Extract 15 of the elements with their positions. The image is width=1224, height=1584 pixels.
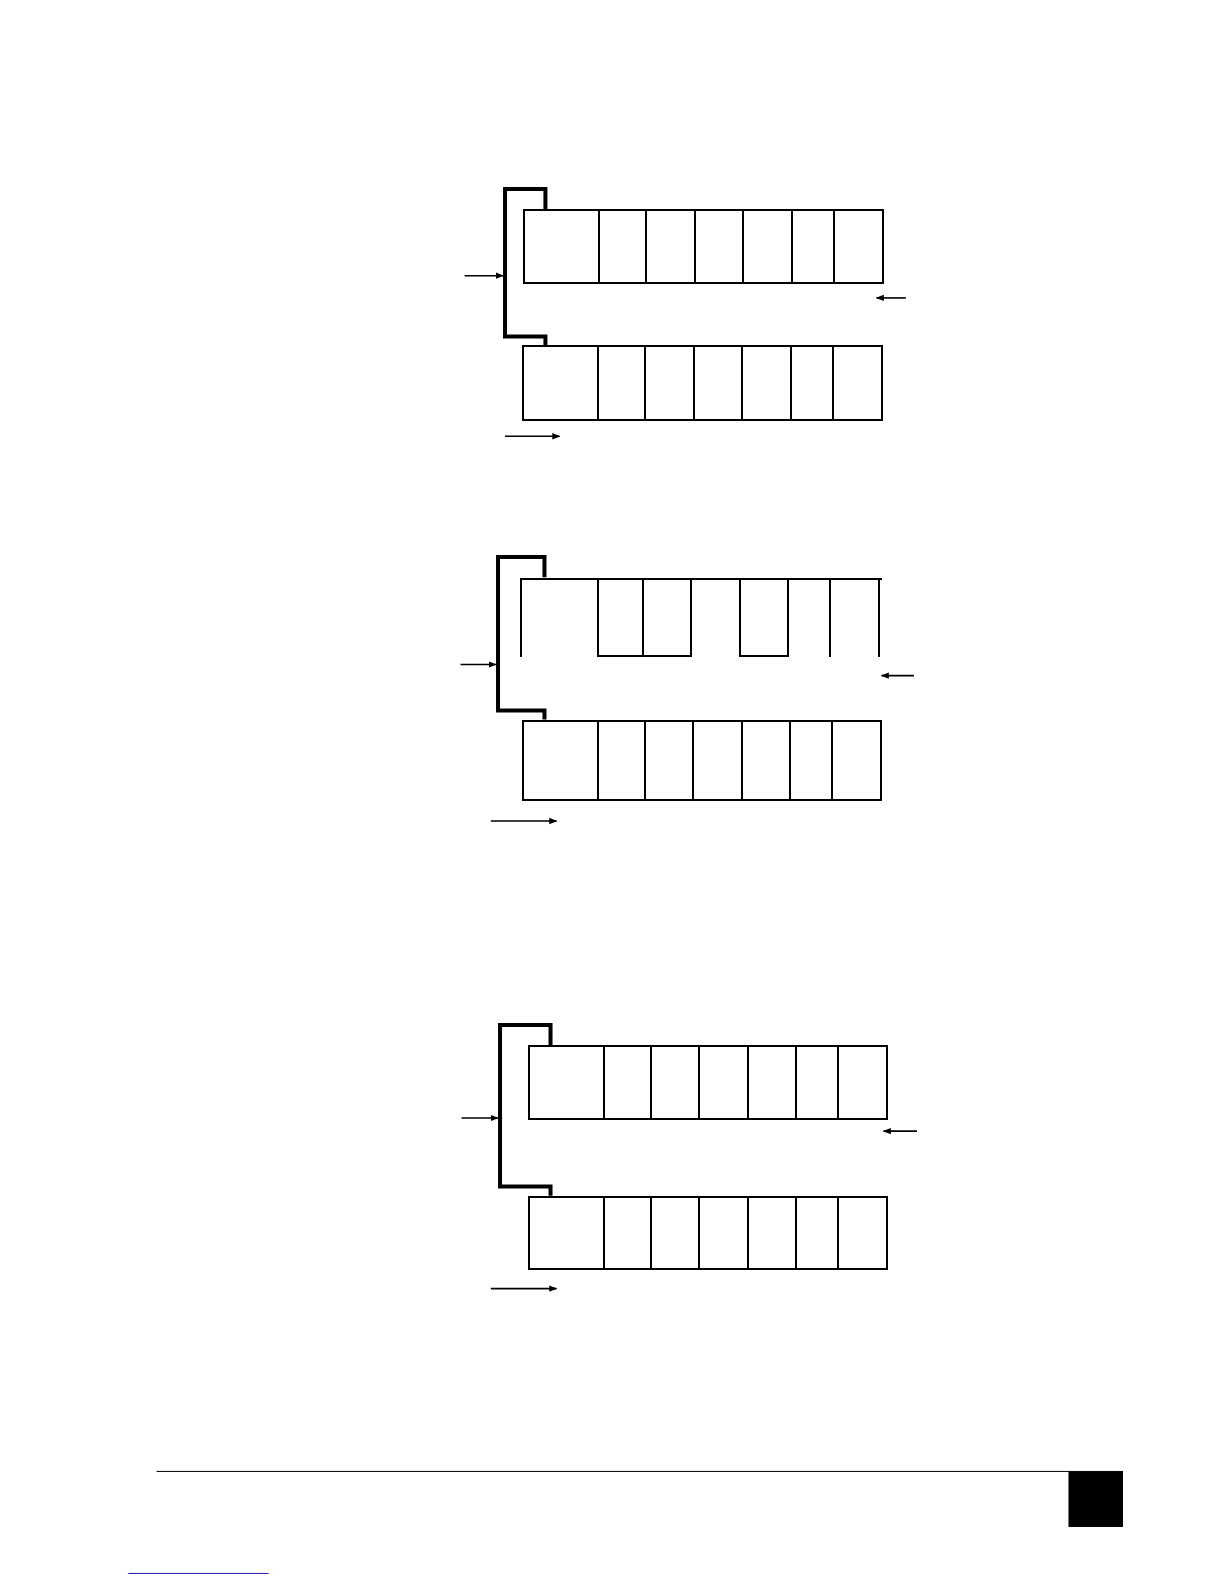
compartment-row xyxy=(522,345,883,422)
arrow xyxy=(460,1114,499,1122)
bracket xyxy=(494,555,545,721)
arrow xyxy=(459,661,497,668)
compartment xyxy=(740,577,789,658)
compartment-row xyxy=(522,577,882,658)
compartment-row xyxy=(528,1045,888,1120)
arrow xyxy=(463,272,504,279)
compartment-row xyxy=(522,720,882,801)
compartment xyxy=(643,577,693,658)
bracket xyxy=(501,186,546,346)
compartment-row xyxy=(528,1195,888,1271)
compartment xyxy=(596,577,644,658)
compartment-row xyxy=(523,209,884,284)
bracket xyxy=(496,1023,551,1196)
